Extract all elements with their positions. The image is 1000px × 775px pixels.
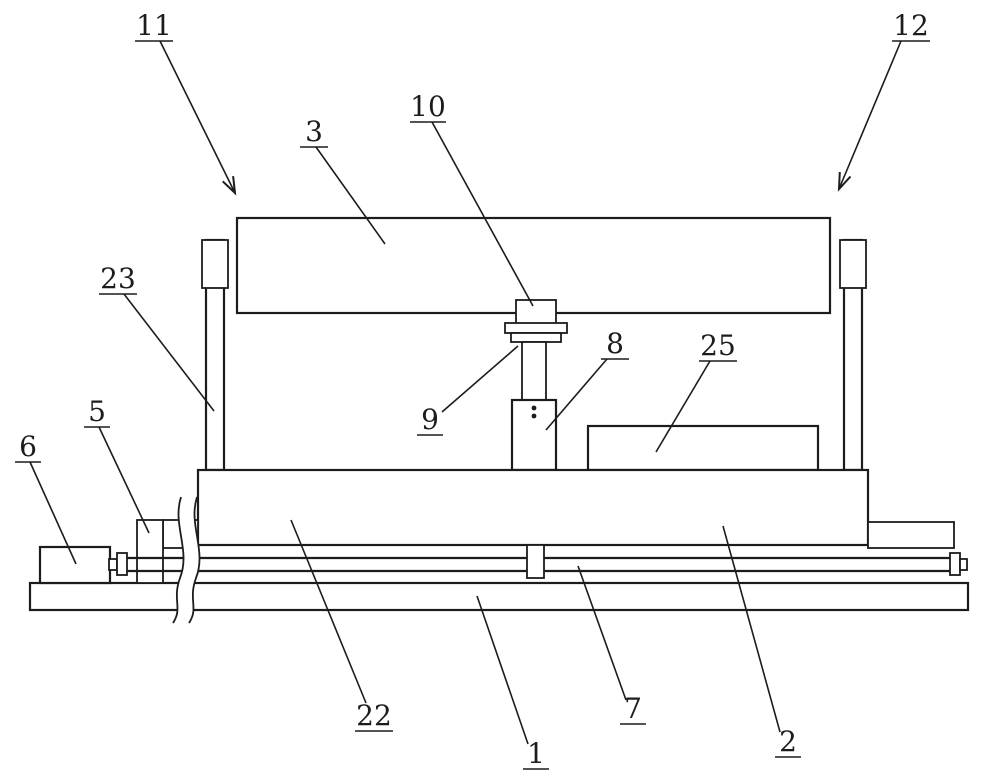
platform [196,468,870,547]
left-coupling [116,552,128,576]
ref-label-3: 3 [305,115,323,148]
left-shaft-stub [108,558,118,571]
follower-bracket [510,332,562,343]
arrowhead-12 [837,171,852,192]
leader-10 [431,121,534,307]
hanger-block [526,544,545,579]
right-shaft-stub [959,558,968,571]
break-wave-left [172,496,185,624]
column-dot-top [531,405,537,411]
ref-label-9: 9 [421,403,439,436]
drive-box [38,545,112,585]
upper-column [521,341,547,401]
leader-22 [290,519,367,704]
ref-label-8: 8 [606,327,624,360]
follower-head [515,299,557,326]
leader-5 [98,426,150,534]
ref-label-1: 1 [527,737,545,770]
ref-label-11: 11 [136,9,172,42]
support-bracket [136,519,164,584]
base-plate [28,581,970,612]
follower-flange [504,322,568,334]
ref-label-5: 5 [88,395,106,428]
ref-label-22: 22 [356,699,392,732]
left-bearing-cap [201,239,229,289]
leader-8 [545,358,608,431]
break-wave-right [188,496,201,624]
side-box [586,424,820,472]
leader-25 [655,360,711,453]
ref-label-7: 7 [624,692,642,725]
lower-column [510,398,558,472]
leader-3 [315,146,386,245]
column-dot-bottom [531,413,537,419]
leader-6 [29,461,77,565]
ref-label-23: 23 [100,262,136,295]
roller-drum [235,216,832,315]
right-extension-plate [867,521,955,549]
ref-label-12: 12 [893,9,929,42]
arrowhead-11 [222,175,237,196]
leader-11 [159,40,236,194]
ref-label-10: 10 [410,90,446,123]
ref-label-25: 25 [700,329,736,362]
leader-9 [441,345,519,413]
right-bearing-cap [839,239,867,289]
ref-label-2: 2 [779,725,797,758]
leader-23 [123,293,215,412]
leader-1 [476,595,529,745]
leader-2 [722,525,781,733]
right-coupling [949,552,961,576]
leader-7 [577,565,627,701]
ref-label-6: 6 [19,430,37,463]
leader-12 [838,40,902,190]
